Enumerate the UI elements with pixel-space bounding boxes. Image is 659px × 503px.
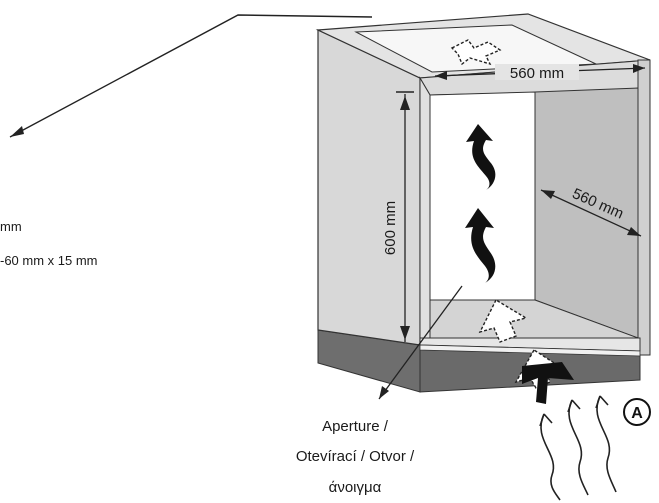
- leader-line-top-left: [9, 14, 373, 138]
- cabinet-front-frame-left: [419, 76, 431, 346]
- airflow-arrows: [450, 39, 617, 501]
- marker-a: A: [623, 398, 651, 426]
- aperture-leader: [378, 285, 463, 400]
- aperture-caption-line3: άνοιγμα: [329, 479, 382, 496]
- width-dimension: 560 mm: [434, 64, 646, 82]
- airflow-upper-wave-arrow: [466, 124, 496, 190]
- left-note-line1: mm: [0, 219, 22, 234]
- width-label: 560 mm: [510, 65, 564, 82]
- aperture-caption-line2: Otevírací / Otvor /: [296, 448, 415, 465]
- airflow-intake-arrow: [522, 362, 574, 404]
- cabinet-interior-back: [429, 91, 536, 301]
- airflow-incoming-waves: [540, 395, 617, 501]
- airflow-floor-dashed-arrow: [478, 299, 528, 343]
- airflow-top-dashed-arrow: [450, 39, 502, 66]
- airflow-lower-wave-arrow: [465, 208, 496, 283]
- height-label: 600 mm: [382, 201, 399, 255]
- aperture-caption-line1: Aperture /: [322, 418, 389, 435]
- height-dimension: 600 mm: [382, 91, 414, 342]
- cabinet-right-side-strip: [637, 59, 651, 356]
- marker-a-label: A: [631, 405, 643, 422]
- cabinet-front-sill: [419, 344, 641, 357]
- aperture-caption: Aperture / Otevírací / Otvor / άνοιγμα: [296, 418, 415, 496]
- left-note-line2: -60 mm x 15 mm: [0, 253, 98, 268]
